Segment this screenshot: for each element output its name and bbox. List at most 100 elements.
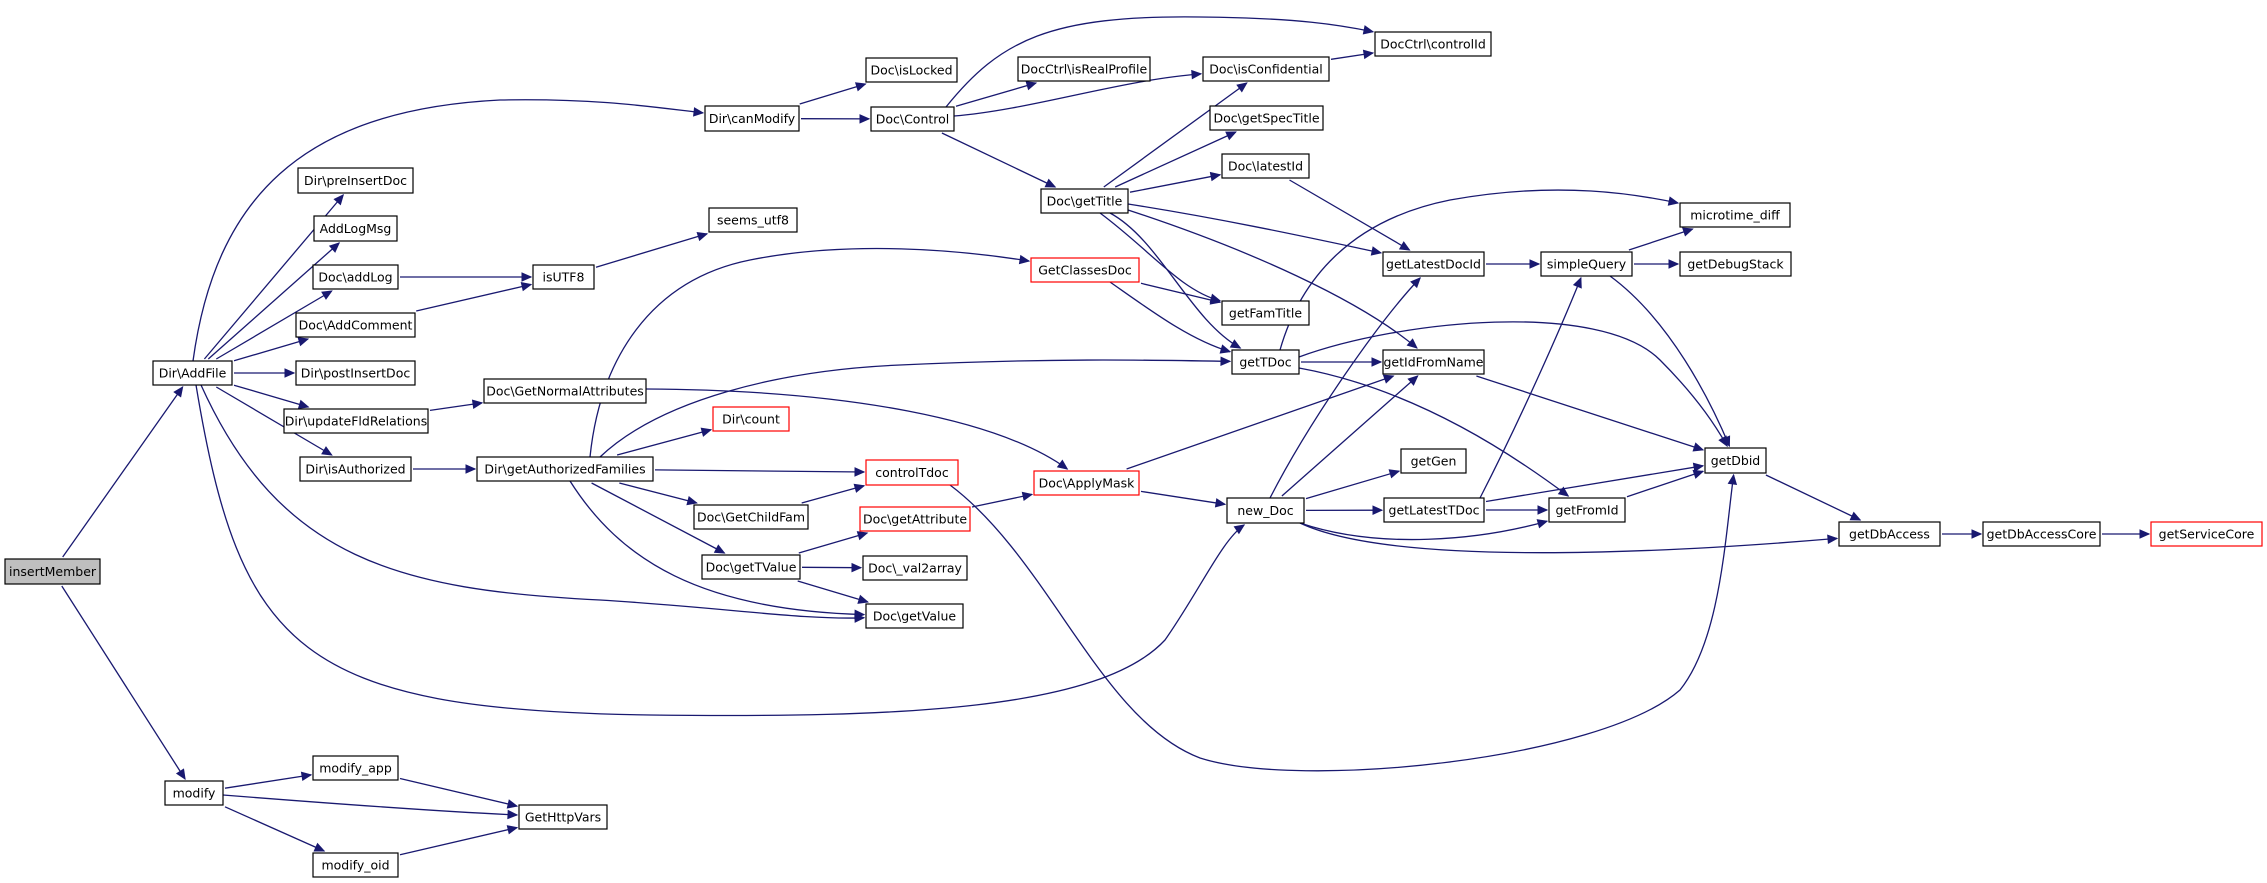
edge-insertmember-to-modify	[61, 585, 186, 781]
edge-line	[416, 283, 532, 312]
arrowhead	[1692, 469, 1705, 479]
arrowhead	[1018, 254, 1031, 265]
node-doc-applymask[interactable]: Doc\ApplyMask	[1033, 470, 1140, 496]
node-dir-isauthorized[interactable]: Dir\isAuthorized	[299, 456, 412, 482]
node-dir-canmodify[interactable]: Dir\canModify	[704, 105, 800, 132]
edge-getlatesttdoc-to-getfromid	[1486, 505, 1549, 515]
edge-dir-getauthorizedfamilies-to-dir-count	[616, 427, 713, 456]
node-gettdoc[interactable]: getTDoc	[1231, 349, 1300, 375]
node-new-doc[interactable]: new_Doc	[1226, 497, 1305, 524]
edge-line	[645, 388, 1068, 470]
node-dir-postinsertdoc[interactable]: Dir\postInsertDoc	[295, 360, 416, 386]
edge-line	[619, 482, 697, 504]
node-doc-getvalue[interactable]: Doc\getValue	[865, 603, 964, 629]
node-doc-getnormalattributes[interactable]: Doc\GetNormalAttributes	[483, 378, 647, 404]
node-label: Dir\preInsertDoc	[304, 173, 407, 188]
node-doc-addcomment[interactable]: Doc\AddComment	[295, 312, 416, 338]
node-getdbaccess[interactable]: getDbAccess	[1838, 521, 1941, 547]
node-addlogmsg[interactable]: AddLogMsg	[313, 215, 398, 242]
arrowhead	[1536, 519, 1549, 529]
edge-doc-control-to-docctrl-isrealprofile	[955, 81, 1038, 107]
node-getdbid[interactable]: getDbid	[1704, 447, 1767, 474]
edge-doc-isconfidential-to-docctrl-controlid	[1330, 49, 1375, 60]
edge-line	[399, 826, 518, 856]
arrowhead	[1382, 374, 1395, 384]
node-label: Doc\addLog	[318, 270, 392, 285]
node-dir-updatefldrelations[interactable]: Dir\updateFldRelations	[283, 408, 429, 434]
arrowhead	[1056, 459, 1069, 470]
arrowhead	[1727, 473, 1738, 486]
node-label: Doc\_val2array	[868, 561, 962, 576]
arrowhead	[1668, 259, 1680, 269]
node-box	[283, 408, 429, 434]
node-getgen[interactable]: getGen	[1400, 448, 1467, 474]
node-getdebugstack[interactable]: getDebugStack	[1679, 251, 1792, 277]
node-controltdoc[interactable]: controlTdoc	[865, 459, 959, 486]
node-dir-addfile[interactable]: Dir\AddFile	[152, 360, 233, 386]
node-label: AddLogMsg	[320, 221, 392, 236]
edge-modify-oid-to-gethttpvars	[399, 825, 519, 856]
node-isutf8[interactable]: isUTF8	[532, 264, 595, 290]
edge-doc-latestid-to-getlatestdocid	[1289, 179, 1411, 251]
node-doc-gettitle[interactable]: Doc\getTitle	[1040, 188, 1129, 214]
node-getlatestdocid[interactable]: getLatestDocId	[1382, 251, 1485, 277]
node-box	[859, 506, 971, 532]
edge-line	[616, 429, 712, 456]
node-getlatesttdoc[interactable]: getLatestTDoc	[1383, 497, 1485, 523]
node-doc-getattribute[interactable]: Doc\getAttribute	[859, 506, 971, 532]
node-label: getIdFromName	[1384, 355, 1484, 370]
arrowhead	[1214, 498, 1227, 508]
edge-line	[798, 532, 868, 554]
node-box	[297, 167, 414, 194]
edge-doc-gettvalue-to-doc-getvalue	[797, 580, 869, 604]
node-dir-count[interactable]: Dir\count	[712, 406, 790, 432]
node-doc-islocked[interactable]: Doc\isLocked	[865, 57, 958, 83]
node-label: GetClassesDoc	[1038, 263, 1132, 278]
node-microtime-diff[interactable]: microtime_diff	[1679, 202, 1791, 228]
node-dir-getauthorizedfamilies[interactable]: Dir\getAuthorizedFamilies	[476, 456, 654, 482]
node-getdbaccesscore[interactable]: getDbAccessCore	[1982, 521, 2101, 547]
node-doc-val2array[interactable]: Doc\_val2array	[862, 555, 968, 581]
node-simplequery[interactable]: simpleQuery	[1540, 251, 1633, 277]
node-getclassesdoc[interactable]: GetClassesDoc	[1030, 257, 1140, 283]
node-box	[865, 459, 959, 486]
edge-getclassesdoc-to-gettdoc	[1109, 281, 1232, 354]
node-insertmember[interactable]: insertMember	[4, 558, 101, 585]
node-getfamtitle[interactable]: getFamTitle	[1221, 300, 1310, 326]
node-label: seems_utf8	[717, 213, 789, 228]
edge-line	[1281, 375, 1419, 497]
arrowhead	[1219, 344, 1232, 354]
node-box	[1383, 497, 1485, 523]
node-docctrl-isrealprofile[interactable]: DocCtrl\isRealProfile	[1017, 56, 1151, 82]
node-box	[708, 207, 798, 233]
node-doc-control[interactable]: Doc\Control	[870, 106, 955, 132]
arrowhead	[1370, 246, 1383, 256]
arrowhead	[297, 399, 310, 409]
edge-line	[1103, 82, 1248, 188]
node-modify-oid[interactable]: modify_oid	[312, 852, 399, 878]
node-getidfromname[interactable]: getIdFromName	[1382, 349, 1485, 375]
node-doc-latestid[interactable]: Doc\latestId	[1221, 153, 1310, 179]
node-modify[interactable]: modify	[164, 780, 224, 806]
node-docctrl-controlid[interactable]: DocCtrl\controlId	[1374, 31, 1492, 57]
node-modify-app[interactable]: modify_app	[312, 755, 399, 781]
node-getfromid[interactable]: getFromId	[1548, 497, 1626, 523]
node-doc-gettvalue[interactable]: Doc\getTValue	[701, 554, 801, 580]
node-dir-preinsertdoc[interactable]: Dir\preInsertDoc	[297, 167, 414, 194]
edge-line	[949, 474, 1735, 772]
edge-line	[195, 384, 1245, 717]
node-doc-isconfidential[interactable]: Doc\isConfidential	[1202, 56, 1330, 82]
node-doc-addlog[interactable]: Doc\addLog	[312, 264, 399, 290]
node-doc-getchildfam[interactable]: Doc\GetChildFam	[693, 504, 809, 530]
node-box	[312, 264, 399, 290]
node-getservicecore[interactable]: getServiceCore	[2150, 521, 2263, 547]
node-seems-utf8[interactable]: seems_utf8	[708, 207, 798, 233]
node-doc-getspectitle[interactable]: Doc\getSpecTitle	[1209, 105, 1324, 131]
arrowhead	[696, 232, 709, 242]
node-gethttpvars[interactable]: GetHttpVars	[518, 804, 608, 830]
node-box	[1017, 56, 1151, 82]
edge-modify-to-modify-app	[224, 771, 313, 789]
edge-line	[233, 384, 309, 408]
edge-dir-addfile-to-dir-postinsertdoc	[234, 368, 296, 378]
